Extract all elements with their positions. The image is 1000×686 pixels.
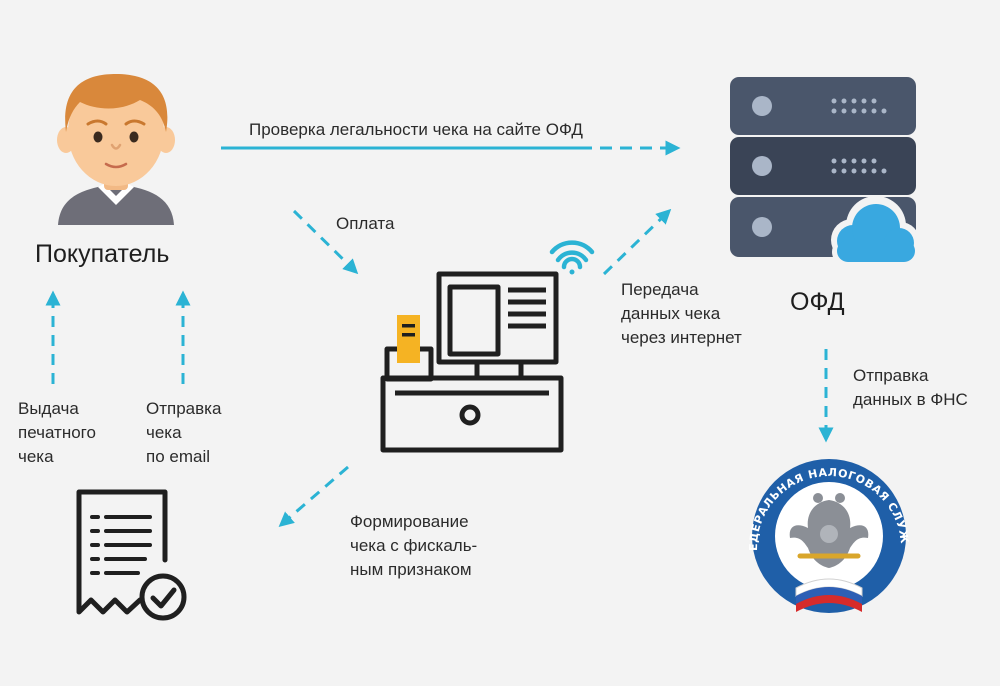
person-icon [57,74,175,225]
email-receipt-label: Отправка чека по email [146,397,221,469]
transfer-label: Передача данных чека через интернет [621,278,742,350]
ofd-label: ОФД [790,288,845,316]
print-receipt-label: Выдача печатного чека [18,397,96,469]
transfer-label-line-3: через интернет [621,328,742,347]
email-receipt-label-line-2: чека [146,423,182,442]
send-fns-label-line-1: Отправка [853,366,929,385]
fiscal-label: Формирование чека с фискаль- ным признак… [350,510,477,582]
fiscal-label-line-1: Формирование [350,512,469,531]
fiscal-label-line-3: ным признаком [350,560,472,579]
arrow-transfer [602,208,672,276]
print-receipt-label-line-2: печатного [18,423,96,442]
legality-check-label: Проверка легальности чека на сайте ОФД [249,120,583,139]
transfer-label-line-1: Передача [621,280,699,299]
email-receipt-label-line-3: по email [146,447,211,466]
fiscal-label-line-2: чека с фискаль- [350,536,478,555]
transfer-label-line-2: данных чека [621,304,721,323]
receipt-check-icon [76,489,187,621]
send-fns-label: Отправка данных в ФНС [853,364,968,412]
print-receipt-label-line-1: Выдача [18,399,79,418]
arrow-payment [292,209,359,275]
send-fns-label-line-2: данных в ФНС [853,390,968,409]
buyer-label: Покупатель [35,240,170,268]
payment-label: Оплата [336,214,395,233]
server-cloud-icon [730,77,920,266]
print-receipt-label-line-3: чека [18,447,54,466]
email-receipt-label-line-1: Отправка [146,399,222,418]
arrow-fiscal [278,465,349,527]
cash-register-icon [380,271,564,453]
wifi-icon [549,240,595,275]
receipt-paper [397,315,420,363]
